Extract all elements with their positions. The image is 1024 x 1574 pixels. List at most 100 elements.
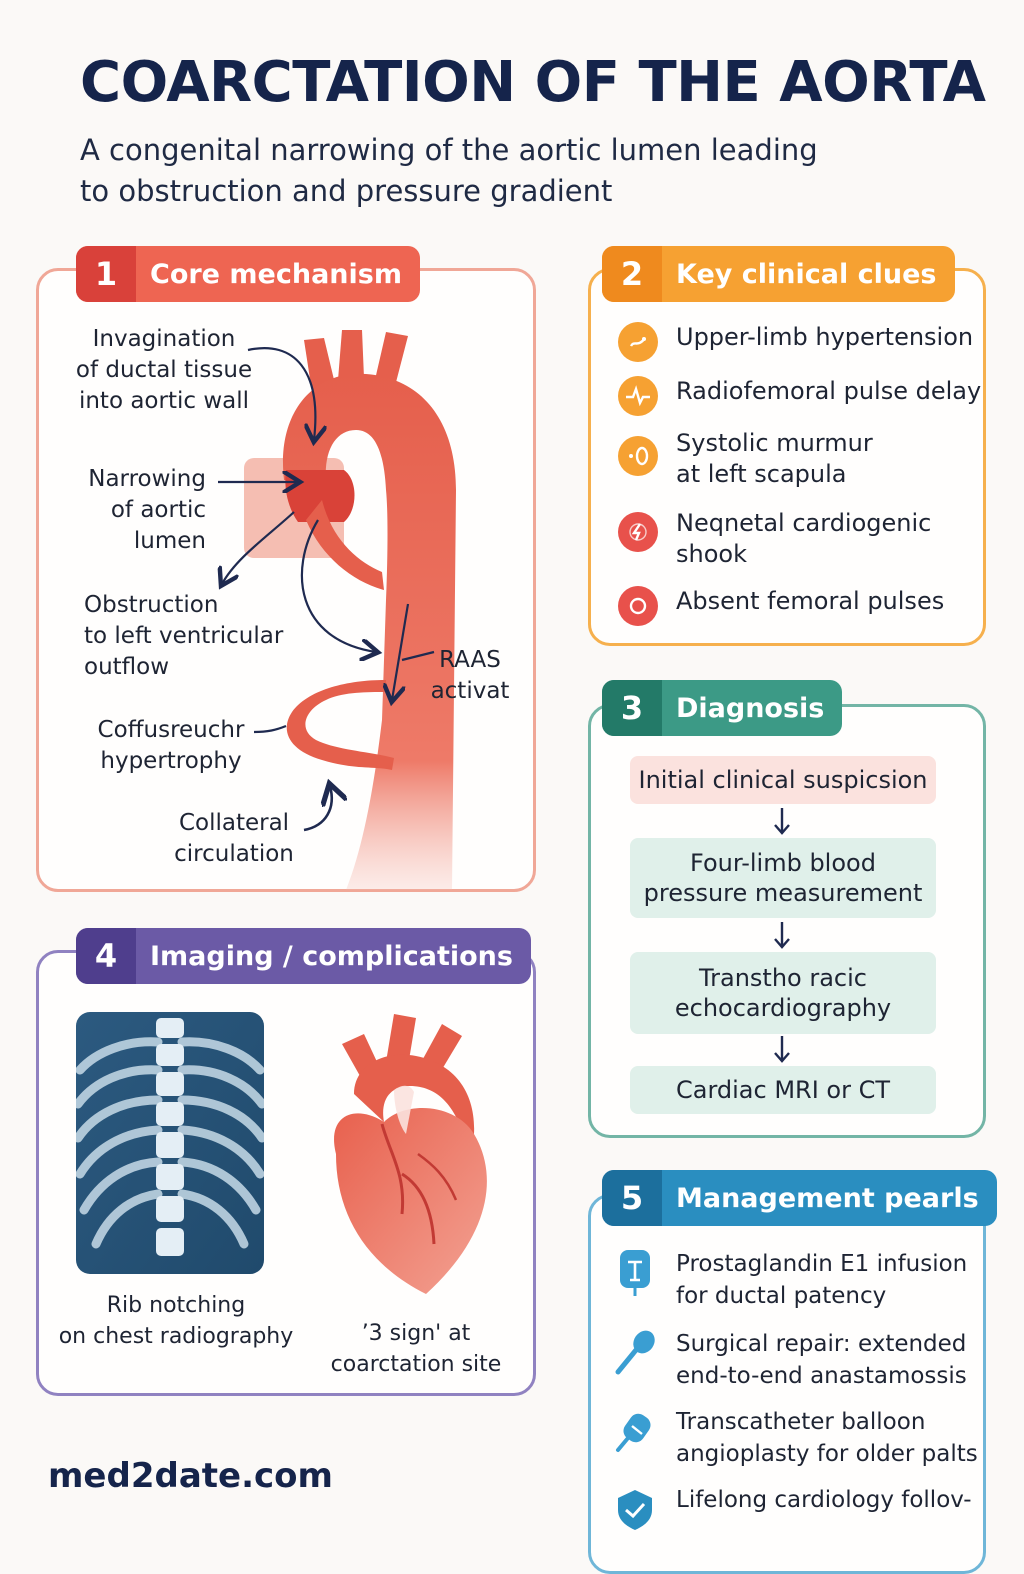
panel-number: 5 [602, 1170, 662, 1226]
clue-text: Radiofemoral pulse delay [676, 377, 982, 405]
collateral-arrow [303, 786, 332, 832]
pearl-lifelong-followup: Lifelong cardiology follov- [612, 1484, 972, 1534]
hypertrophy-pointer [253, 724, 287, 734]
panel-heading: Core mechanism [150, 258, 402, 290]
obstruction-arrow [222, 511, 295, 584]
panel-heading: Imaging / complications [150, 940, 513, 972]
step-text: Cardiac MRI or CT [675, 1076, 891, 1104]
pearl-text: Surgical repair: extended [676, 1331, 967, 1357]
label-line: Collateral [178, 810, 290, 836]
page-title: COARCTATION OF THE AORTA [80, 50, 986, 115]
label-line: Obstruction [84, 592, 219, 618]
step-text: Transtho racic [699, 964, 867, 992]
chest-xray-image [76, 1012, 264, 1274]
shield-check-icon [618, 1490, 652, 1530]
down-arrow-icon [774, 808, 790, 835]
pressure-icon [618, 322, 658, 362]
label-line: into aortic wall [78, 388, 250, 414]
raas-arrow-curve [300, 519, 376, 652]
step-text: Initial clinical suspicsion [638, 766, 928, 794]
pearl-text: for ductal patency [676, 1283, 887, 1309]
panel-number: 3 [602, 680, 662, 736]
narrowing-label: Narrowing of aortic lumen [80, 464, 206, 557]
clue-systolic-murmur: Systolic murmur at left scapula [618, 428, 873, 490]
label-line: Narrowing [88, 466, 206, 492]
panel-number: 4 [76, 928, 136, 984]
diagnosis-step-echo: Transtho racic echocardiography [630, 952, 936, 1034]
raas-arrow-down [392, 603, 410, 700]
xray-caption: Rib notching on chest radiography [56, 1290, 296, 1352]
aortic-branch-1 [304, 338, 336, 392]
clue-text: Systolic murmur [676, 429, 873, 457]
diagnosis-badge: 3 Diagnosis [602, 680, 843, 736]
pearl-text: Lifelong cardiology follov- [676, 1487, 972, 1513]
diagnosis-step-suspicion: Initial clinical suspicsion [630, 756, 936, 804]
panel-heading: Key clinical clues [676, 258, 937, 290]
down-arrow-icon [774, 922, 790, 949]
clue-text: Absent femoral pulses [676, 587, 945, 615]
pearl-text: end-to-end anastamossis [676, 1363, 967, 1389]
label-line: Coffusreuchr [97, 717, 245, 743]
clue-text: shook [676, 540, 747, 568]
scalpel-icon [615, 1330, 655, 1375]
label-line: hypertrophy [100, 748, 242, 774]
management-badge: 5 Management pearls [602, 1170, 997, 1226]
raas-label: RAAS activat [430, 645, 510, 707]
label-line: circulation [174, 841, 294, 867]
label-line: activat [430, 678, 510, 704]
pearl-text: Transcatheter balloon [676, 1409, 926, 1435]
site-footer: med2date.com [48, 1456, 333, 1496]
clue-radiofemoral-delay: Radiofemoral pulse delay [618, 376, 981, 416]
panel-heading: Diagnosis [676, 692, 825, 724]
pearl-prostaglandin: Prostaglandin E1 infusion for ductal pat… [612, 1248, 967, 1312]
aortic-arch [282, 373, 456, 890]
label-line: to left ventricular [84, 623, 284, 649]
label-line: outflow [84, 654, 170, 680]
aorta-diagram [36, 330, 456, 890]
panel-number: 2 [602, 246, 662, 302]
iv-drip-icon [620, 1250, 650, 1296]
pearl-balloon-angioplasty: Transcatheter balloon angioplasty for ol… [612, 1406, 978, 1470]
panel-number: 1 [76, 246, 136, 302]
step-text: echocardiography [674, 994, 892, 1022]
heart-illustration [334, 1014, 487, 1294]
pearl-surgical-repair: Surgical repair: extended end-to-end ana… [612, 1328, 967, 1392]
clue-cardiogenic-shock: Neqnetal cardiogenic shook [618, 508, 931, 570]
collateral-loop [286, 680, 394, 770]
label-line: Invagination [92, 326, 236, 352]
clue-text: Upper-limb hypertension [676, 323, 974, 351]
collateral-label: Collateral circulation [172, 808, 296, 870]
subtitle-line-2: to obstruction and pressure gradient [80, 174, 613, 208]
balloon-catheter-icon [616, 1413, 651, 1452]
step-text: pressure measurement [643, 879, 923, 907]
imaging-badge: 4 Imaging / complications [76, 928, 531, 984]
label-line: of aortic [110, 497, 206, 523]
pearl-text: Prostaglandin E1 infusion [676, 1251, 968, 1277]
caption-line: coarctation site [330, 1352, 502, 1377]
core-mechanism-badge: 1 Core mechanism [76, 246, 420, 302]
clinical-clues-badge: 2 Key clinical clues [602, 246, 955, 302]
step-text: Four-limb blood [690, 849, 876, 877]
caption-line: Rib notching [106, 1293, 246, 1318]
label-line: RAAS [439, 647, 501, 673]
subtitle-line-1: A congenital narrowing of the aortic lum… [80, 133, 818, 167]
murmur-icon [618, 436, 658, 476]
obstruction-label: Obstruction to left ventricular outflow [84, 590, 283, 683]
clue-absent-femoral-pulses: Absent femoral pulses [618, 586, 944, 626]
heart-caption: ’3 sign' at coarctation site [296, 1318, 536, 1380]
diagnosis-step-four-limb-bp: Four-limb blood pressure measurement [630, 838, 936, 918]
label-line: lumen [133, 528, 206, 554]
invagination-arrow [247, 347, 315, 440]
diagnosis-step-mri-ct: Cardiac MRI or CT [630, 1066, 936, 1114]
label-line: of ductal tissue [75, 357, 253, 383]
invagination-label: Invagination of ductal tissue into aorti… [74, 324, 254, 417]
circle-icon [618, 586, 658, 626]
aortic-branch-2 [338, 330, 364, 380]
pulse-icon [618, 376, 658, 416]
clue-text: at left scapula [676, 460, 847, 488]
caption-line: on chest radiography [58, 1324, 294, 1349]
clue-text: Neqnetal cardiogenic [676, 509, 932, 537]
aortic-branch-3 [374, 332, 408, 390]
hypertrophy-label: Coffusreuchr hypertrophy [86, 715, 256, 777]
shock-icon [618, 512, 658, 552]
